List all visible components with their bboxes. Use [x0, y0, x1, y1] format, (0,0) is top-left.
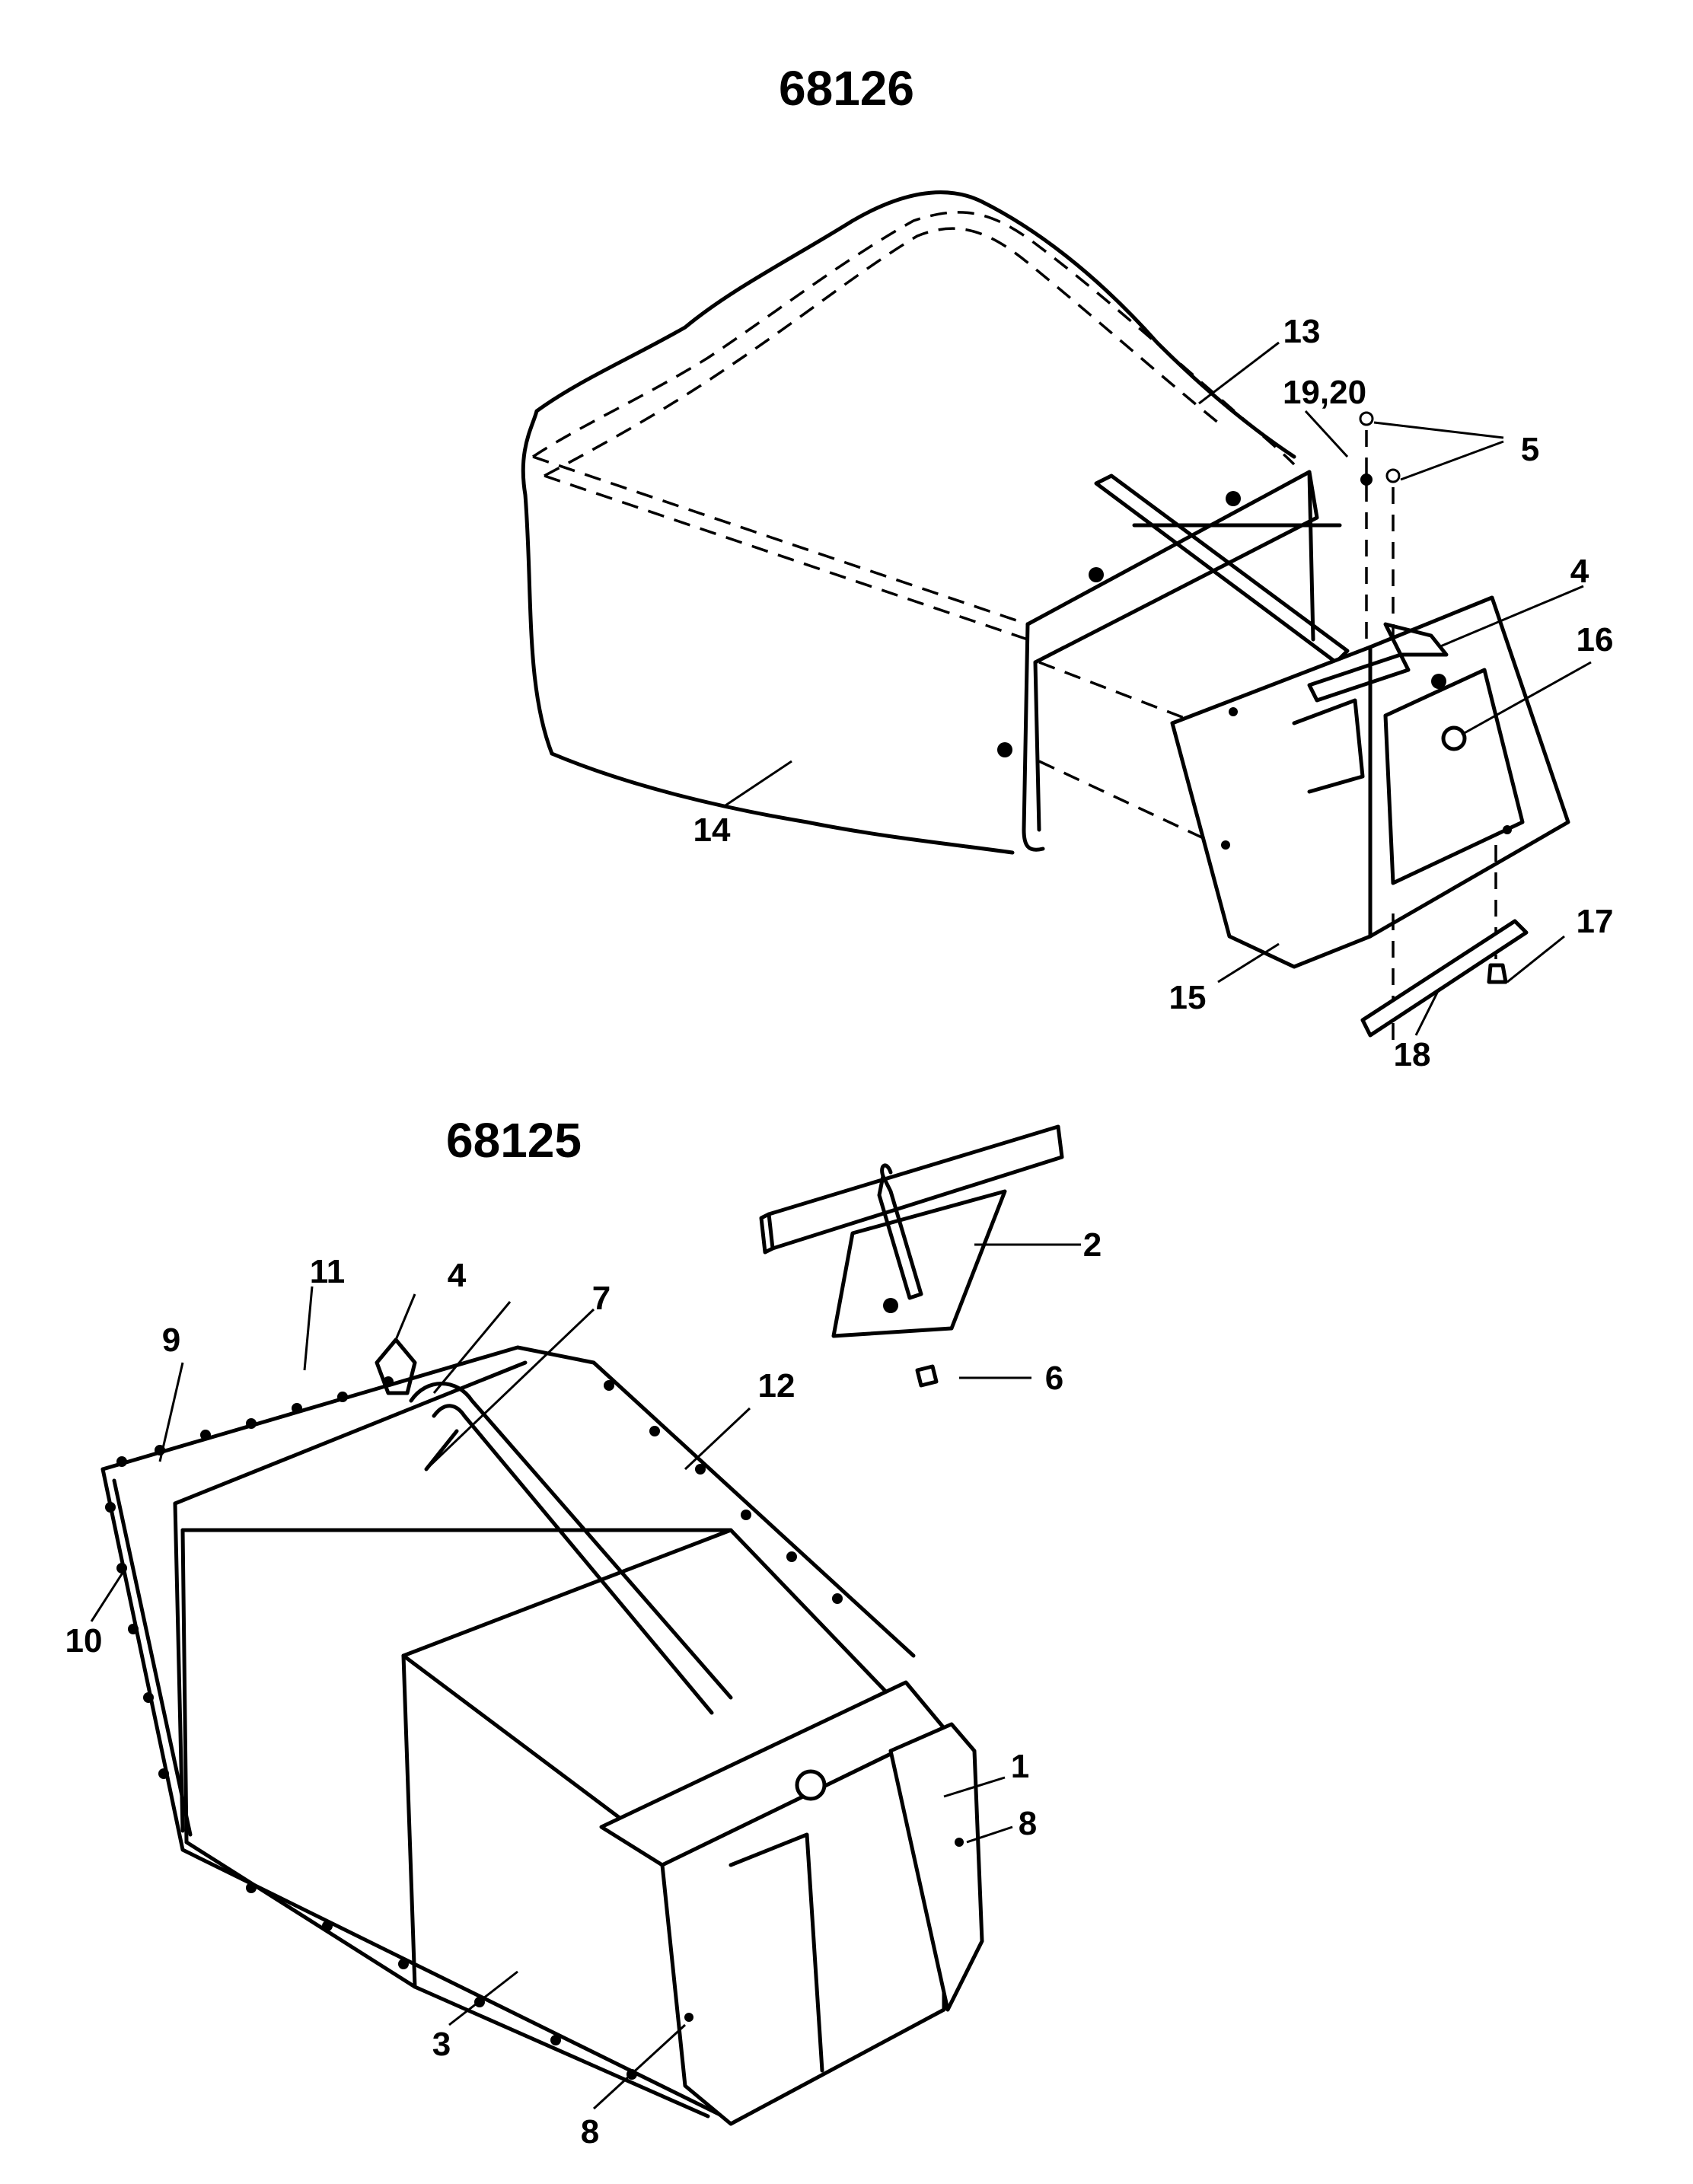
callout-label: 8: [1019, 1805, 1037, 1842]
bag-frame-rim: [100, 1345, 916, 2119]
callout-label: 6: [1045, 1360, 1063, 1397]
handle-rod: [1094, 473, 1350, 665]
callout-label: 17: [1577, 903, 1614, 940]
callout-label: 4: [448, 1257, 467, 1294]
strap-and-bolt: [1360, 919, 1529, 1038]
callout-label: 1: [1011, 1748, 1029, 1785]
callout-label: 15: [1169, 979, 1207, 1016]
model-number-68125: 68125: [446, 1113, 582, 1168]
bag-frame: [1022, 470, 1319, 852]
callout-label: 3: [432, 2026, 451, 2063]
discharge-chute: [1170, 595, 1570, 969]
assembly-68126: 68126: [521, 61, 1614, 1073]
bag-latch: [375, 1293, 417, 1395]
assembly-68125: 68125: [65, 1113, 1102, 2151]
mounting-bracket: [759, 1124, 1081, 1388]
callout-label: 10: [65, 1622, 103, 1660]
callout-label: 19,20: [1283, 374, 1366, 411]
callout-label: 7: [592, 1280, 611, 1317]
callout-label: 11: [310, 1253, 346, 1290]
callout-label: 4: [1570, 553, 1589, 590]
callout-label: 18: [1394, 1036, 1431, 1073]
callout-label: 16: [1577, 621, 1614, 658]
grass-bag: [521, 190, 1296, 855]
model-number-68126: 68126: [779, 61, 914, 116]
callout-label: 13: [1283, 313, 1321, 350]
grass-bag-body: [180, 1528, 916, 2119]
callout-label: 9: [162, 1322, 180, 1359]
latch-hardware: [1359, 411, 1497, 1051]
callout-label: 8: [581, 2113, 599, 2151]
callout-label: 2: [1083, 1226, 1102, 1264]
callout-label: 5: [1521, 431, 1539, 468]
callout-label: 12: [758, 1367, 795, 1404]
bag-rear-chute: [599, 1680, 984, 2126]
callout-label: 14: [693, 811, 731, 849]
